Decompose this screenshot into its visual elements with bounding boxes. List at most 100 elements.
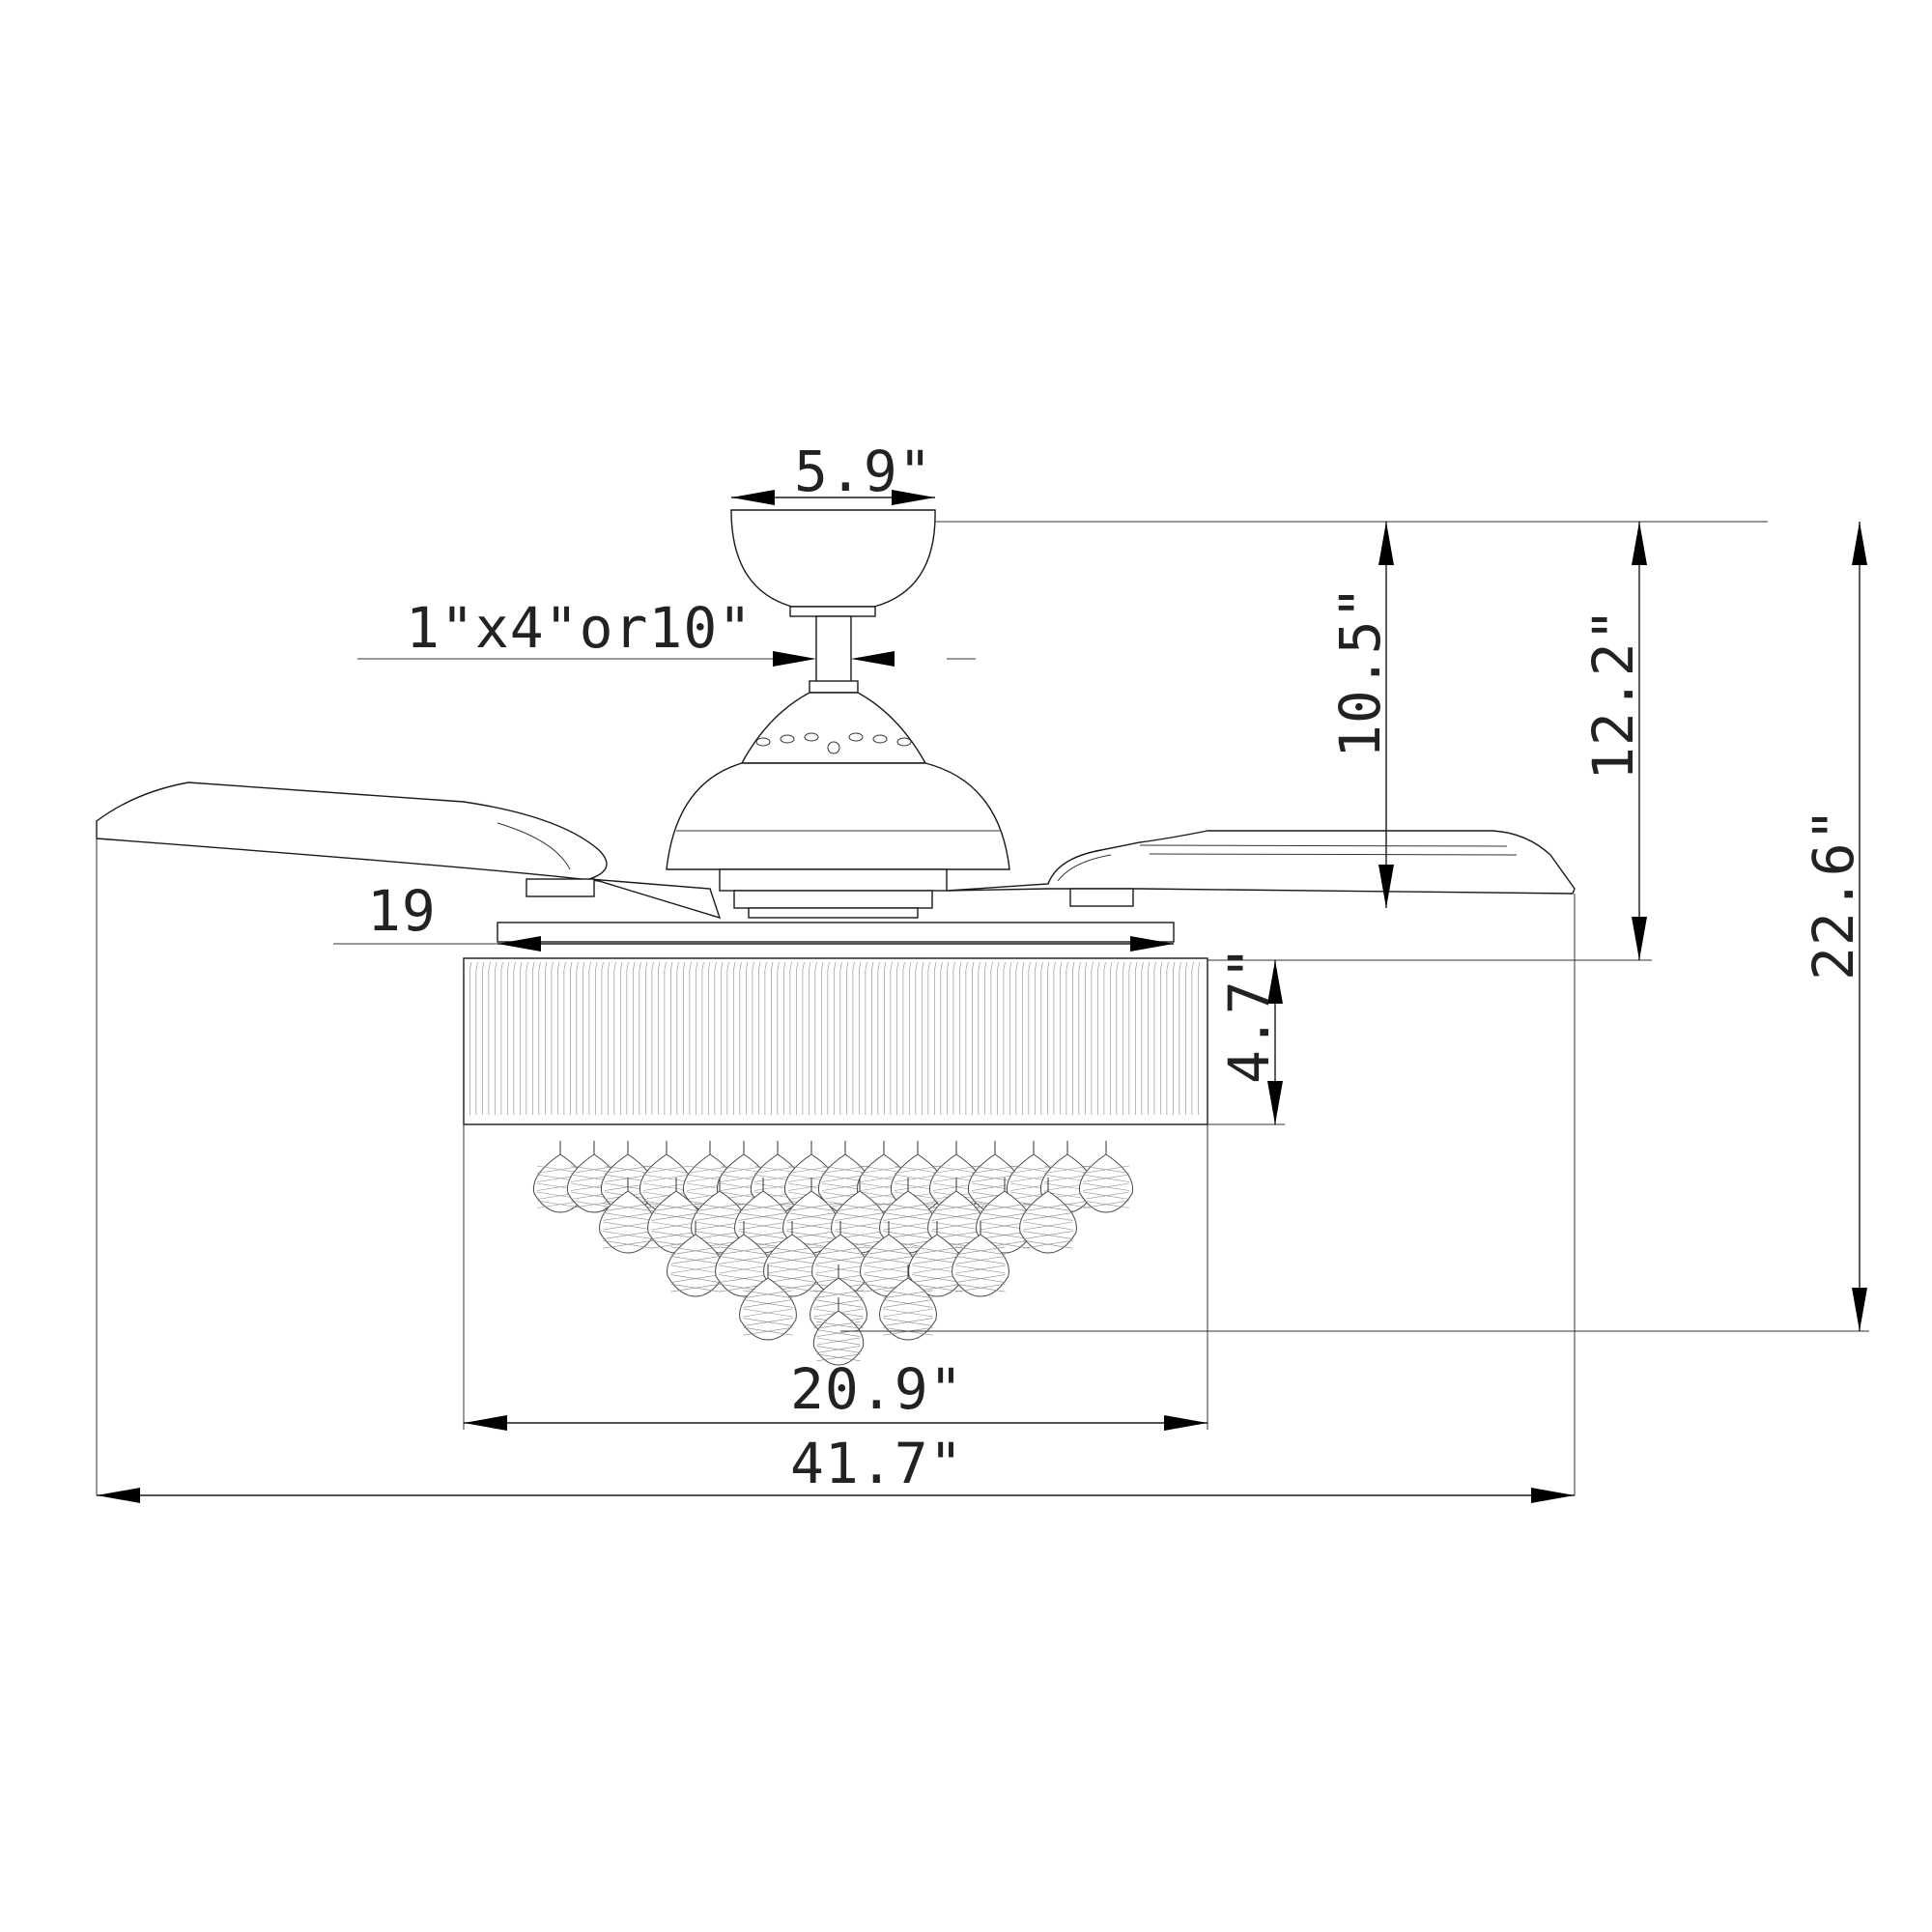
shade-rod — [890, 961, 893, 1115]
height-to-blades-label: 10.5" — [1327, 584, 1393, 758]
shade-rod — [1191, 961, 1194, 1115]
shade-rod — [758, 961, 761, 1115]
shade-rod — [488, 961, 491, 1115]
shade-rod — [495, 961, 497, 1115]
dim-shade-width: 20.9" — [464, 1356, 1208, 1431]
motor-housing — [666, 692, 1010, 919]
shade-rod — [1040, 961, 1043, 1115]
right-blade — [946, 830, 1576, 907]
shade-rod — [532, 961, 535, 1115]
dim-canopy-width: 5.9" — [731, 439, 935, 505]
shade-rod — [651, 961, 654, 1115]
shade-rod — [777, 961, 780, 1115]
shade-rod — [639, 961, 641, 1115]
crystal-drop — [879, 1264, 937, 1341]
shade-rod — [1091, 961, 1094, 1115]
shade-rod — [676, 961, 679, 1115]
shade-rod — [538, 961, 541, 1115]
shade-rod — [1198, 961, 1201, 1115]
dim-blade-span: 41.7" — [97, 1431, 1575, 1503]
shade-rod — [1022, 961, 1025, 1115]
dim-light-kit-width: 19 — [367, 878, 1174, 952]
shade-rod — [1141, 961, 1144, 1115]
crystal-drop — [763, 1221, 821, 1297]
shade-rod — [821, 961, 824, 1115]
shade-rod — [696, 961, 698, 1115]
shade-rod — [1160, 961, 1163, 1115]
shade-rod — [927, 961, 930, 1115]
crystal-drop — [1078, 1141, 1134, 1213]
shade-rod — [1035, 961, 1037, 1115]
dim-shade-height: 4.7" — [1216, 945, 1283, 1124]
shade-rod — [965, 961, 968, 1115]
shade-rod — [475, 961, 478, 1115]
shade-rod — [764, 961, 767, 1115]
shade-rod — [1110, 961, 1113, 1115]
blade-span-label: 41.7" — [790, 1431, 964, 1496]
shade-height-label: 4.7" — [1216, 945, 1282, 1084]
shade-rod — [1060, 961, 1063, 1115]
shade-rod — [796, 961, 799, 1115]
shade-rod — [852, 961, 855, 1115]
shade-rod — [978, 961, 980, 1115]
shade-rod — [664, 961, 667, 1115]
shade-rod — [814, 961, 817, 1115]
shade-rod — [959, 961, 962, 1115]
shade-rod — [915, 961, 918, 1115]
shade-rod — [802, 961, 805, 1115]
shade-rod — [1053, 961, 1056, 1115]
shade-rod — [1085, 961, 1088, 1115]
shade-rod — [482, 961, 485, 1115]
shade-rod — [789, 961, 792, 1115]
shade-rod — [613, 961, 616, 1115]
shade-rod — [922, 961, 924, 1115]
shade-rod — [551, 961, 554, 1115]
shade-rod — [809, 961, 811, 1115]
shade-rod — [972, 961, 975, 1115]
shade-rod — [576, 961, 579, 1115]
shade-rod — [500, 961, 503, 1115]
shade-rod — [721, 961, 724, 1115]
shade-rod — [934, 961, 937, 1115]
crystal-drop — [599, 1178, 657, 1254]
shade-rod — [1128, 961, 1131, 1115]
overall-height-label: 22.6" — [1801, 807, 1866, 980]
shade-rod — [746, 961, 749, 1115]
shade-rod — [1135, 961, 1138, 1115]
shade-rod — [1116, 961, 1119, 1115]
shade-rod — [582, 961, 585, 1115]
shade-rod — [783, 961, 786, 1115]
crystal-cascade — [532, 1141, 1134, 1366]
shade-rod — [626, 961, 629, 1115]
downrod-label: 1"x4"or10" — [406, 595, 753, 661]
drum-shade — [463, 957, 1208, 1125]
shade-rod — [997, 961, 1000, 1115]
shade-rod — [752, 961, 754, 1115]
shade-rod — [526, 961, 528, 1115]
shade-rod — [670, 961, 673, 1115]
shade-rod — [714, 961, 717, 1115]
shade-rod — [947, 961, 950, 1115]
canopy — [730, 509, 1768, 617]
shade-rod — [1015, 961, 1018, 1115]
shade-rod — [595, 961, 598, 1115]
shade-rod — [1103, 961, 1106, 1115]
shade-rod — [1148, 961, 1151, 1115]
crystal-drop — [667, 1221, 724, 1297]
height-to-light-label: 12.2" — [1580, 607, 1646, 781]
shade-rod — [469, 961, 472, 1115]
shade-rod — [1009, 961, 1012, 1115]
shade-rod — [733, 961, 736, 1115]
shade-rod — [909, 961, 912, 1115]
dim-downrod: 1"x4"or10" — [406, 595, 895, 667]
shade-rod — [896, 961, 899, 1115]
shade-rod — [1173, 961, 1176, 1115]
shade-rod — [1078, 961, 1081, 1115]
shade-rod — [1072, 961, 1075, 1115]
shade-rod — [601, 961, 604, 1115]
shade-rod — [739, 961, 742, 1115]
shade-rod — [1003, 961, 1006, 1115]
shade-width-label: 20.9" — [790, 1356, 964, 1422]
shade-rod — [1122, 961, 1125, 1115]
